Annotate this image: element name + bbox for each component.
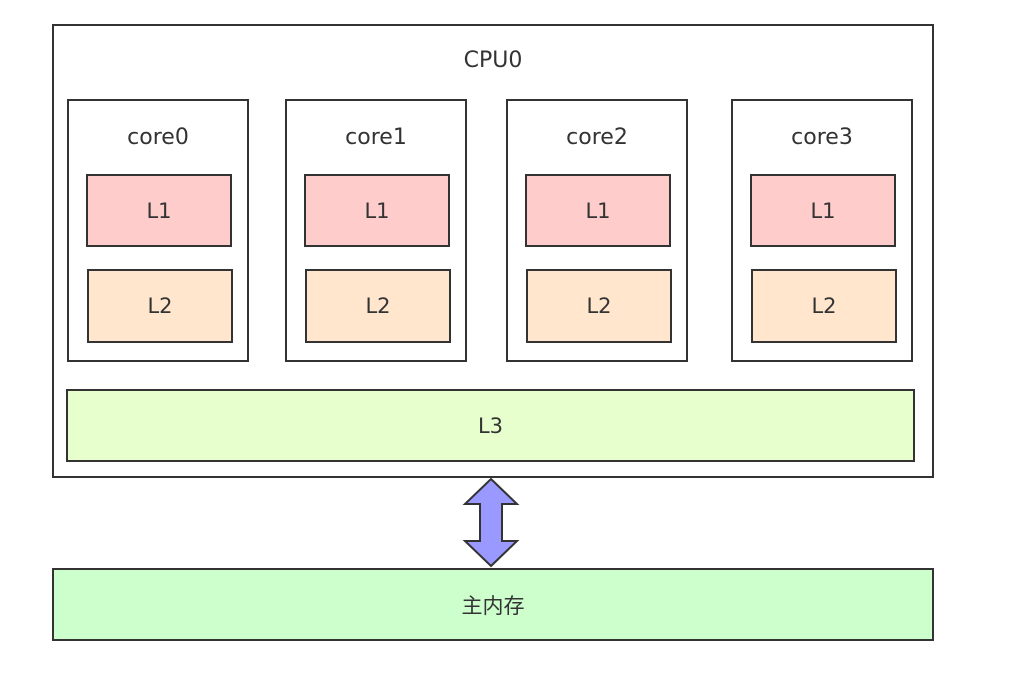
core-label-2: core2 — [566, 125, 628, 150]
l2-cache-2: L2 — [526, 269, 672, 343]
l1-label-0: L1 — [146, 198, 172, 223]
l1-label-1: L1 — [364, 198, 390, 223]
l2-cache-0: L2 — [87, 269, 233, 343]
core-box-2: core2 L1 L2 — [506, 99, 688, 362]
l2-label-2: L2 — [586, 294, 612, 318]
l2-label-1: L2 — [365, 294, 391, 318]
l1-cache-0: L1 — [86, 174, 232, 247]
l1-cache-1: L1 — [304, 174, 450, 247]
main-memory-box: 主内存 — [52, 568, 934, 641]
core-label-1: core1 — [345, 125, 407, 150]
l3-label: L3 — [477, 413, 504, 438]
l1-label-2: L1 — [585, 198, 611, 223]
l1-cache-3: L1 — [750, 174, 896, 247]
l2-cache-3: L2 — [751, 269, 897, 343]
l2-cache-1: L2 — [305, 269, 451, 343]
l1-label-3: L1 — [810, 198, 836, 223]
l3-cache: L3 — [66, 389, 915, 462]
l2-label-0: L2 — [147, 294, 173, 318]
core-label-3: core3 — [791, 125, 853, 150]
core-box-0: core0 L1 L2 — [67, 99, 249, 362]
l2-label-3: L2 — [811, 294, 837, 318]
arrow-shape — [462, 477, 520, 568]
core-box-3: core3 L1 L2 — [731, 99, 913, 362]
core-box-1: core1 L1 L2 — [285, 99, 467, 362]
bidirectional-arrow-icon — [462, 477, 520, 568]
cpu-title: CPU0 — [463, 48, 523, 73]
main-memory-label: 主内存 — [461, 593, 525, 618]
l1-cache-2: L1 — [525, 174, 671, 247]
core-label-0: core0 — [127, 125, 189, 150]
